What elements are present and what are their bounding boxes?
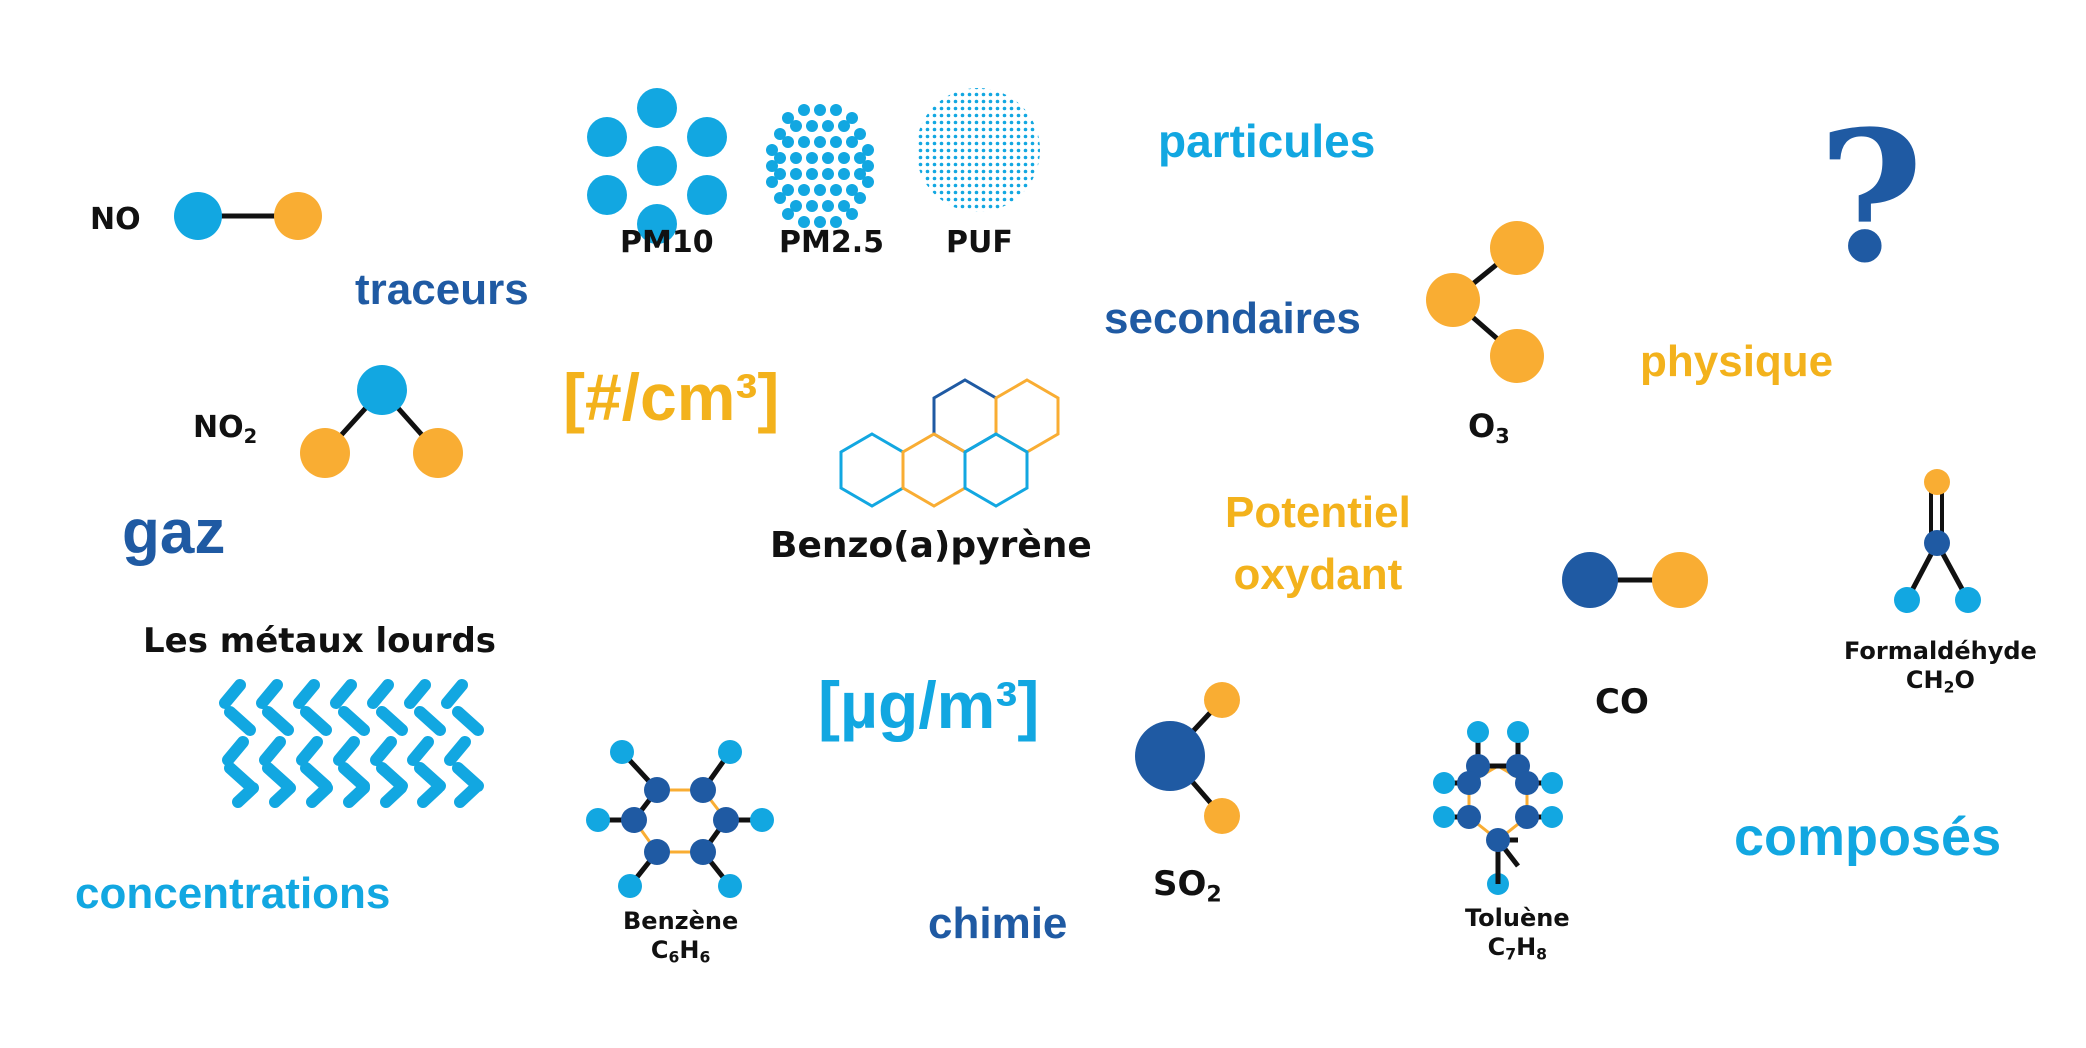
puf-particle-icon	[916, 88, 1040, 212]
ch2o-c: CH	[1905, 665, 1944, 694]
c6h6-h-sub: 6	[699, 948, 711, 967]
ch2o-sub: 2	[1943, 678, 1955, 697]
o3-molecule-icon	[1426, 221, 1544, 383]
no2-label-base: NO	[193, 410, 244, 445]
so2-molecule-icon	[1135, 682, 1240, 834]
word-potentiel-oxydant: Potentiel oxydant	[1225, 482, 1411, 605]
o3-label: O3	[1468, 407, 1510, 447]
toluene-molecule-icon	[1433, 721, 1563, 895]
no-label: NO	[90, 202, 141, 237]
formaldehyde-label: Formaldéhyde CH2O	[1844, 637, 2037, 695]
no2-molecule-icon	[300, 365, 463, 478]
benzene-label: Benzène C6H6	[623, 907, 738, 965]
pm25-particle-icon	[766, 104, 874, 228]
no2-label-sub: 2	[243, 424, 258, 448]
word-physique: physique	[1640, 337, 1834, 386]
pm25-label: PM2.5	[779, 225, 884, 260]
bap-label: Benzo(a)pyrène	[770, 525, 1092, 566]
word-potentiel: Potentiel	[1225, 488, 1411, 537]
word-composes: composés	[1734, 807, 2002, 867]
co-label: CO	[1595, 682, 1649, 722]
c6h6-h: H	[679, 935, 700, 964]
question-mark-icon: ?	[1818, 92, 1924, 303]
toluene-name: Toluène	[1465, 904, 1570, 932]
o3-label-sub: 3	[1495, 424, 1510, 449]
heavy-metals-pattern-icon	[219, 679, 484, 808]
c7h8-c: C	[1487, 932, 1506, 961]
o3-label-base: O	[1468, 407, 1496, 445]
toluene-formula: C7H8	[1465, 933, 1570, 962]
word-secondaires: secondaires	[1104, 294, 1361, 343]
benzene-molecule-icon	[586, 740, 774, 898]
word-concentrations: concentrations	[75, 869, 391, 918]
word-chimie: chimie	[928, 899, 1068, 948]
so2-label-base: SO	[1153, 864, 1207, 904]
unit-per-cm3: [#/cm³]	[563, 360, 780, 434]
pm10-label: PM10	[620, 225, 714, 260]
formaldehyde-molecule-icon	[1894, 469, 1981, 613]
c7h8-c-sub: 7	[1505, 945, 1517, 964]
unit-ug-per-m3: [µg/m³]	[818, 668, 1040, 742]
formaldehyde-name: Formaldéhyde	[1844, 637, 2037, 665]
word-traceurs: traceurs	[355, 265, 529, 314]
benzene-formula: C6H6	[623, 936, 738, 965]
benzo-a-pyrene-icon	[839, 378, 1060, 508]
heavy-metals-label: Les métaux lourds	[143, 621, 497, 661]
so2-label: SO2	[1153, 864, 1222, 906]
pm10-particle-icon	[587, 88, 727, 244]
c7h8-h-sub: 8	[1536, 945, 1548, 964]
so2-label-sub: 2	[1206, 881, 1222, 908]
no2-label: NO2	[193, 410, 257, 447]
co-molecule-icon	[1562, 552, 1708, 608]
c7h8-h: H	[1516, 932, 1537, 961]
c6h6-c-sub: 6	[668, 948, 680, 967]
word-gaz: gaz	[122, 498, 226, 567]
puf-label: PUF	[946, 225, 1013, 260]
c6h6-c: C	[650, 935, 669, 964]
formaldehyde-formula: CH2O	[1844, 666, 2037, 695]
toluene-label: Toluène C7H8	[1465, 904, 1570, 962]
no-molecule-icon	[174, 192, 322, 240]
benzene-name: Benzène	[623, 907, 739, 935]
word-oxydant: oxydant	[1233, 549, 1403, 599]
ch2o-o: O	[1954, 665, 1975, 694]
word-particules: particules	[1158, 115, 1376, 167]
